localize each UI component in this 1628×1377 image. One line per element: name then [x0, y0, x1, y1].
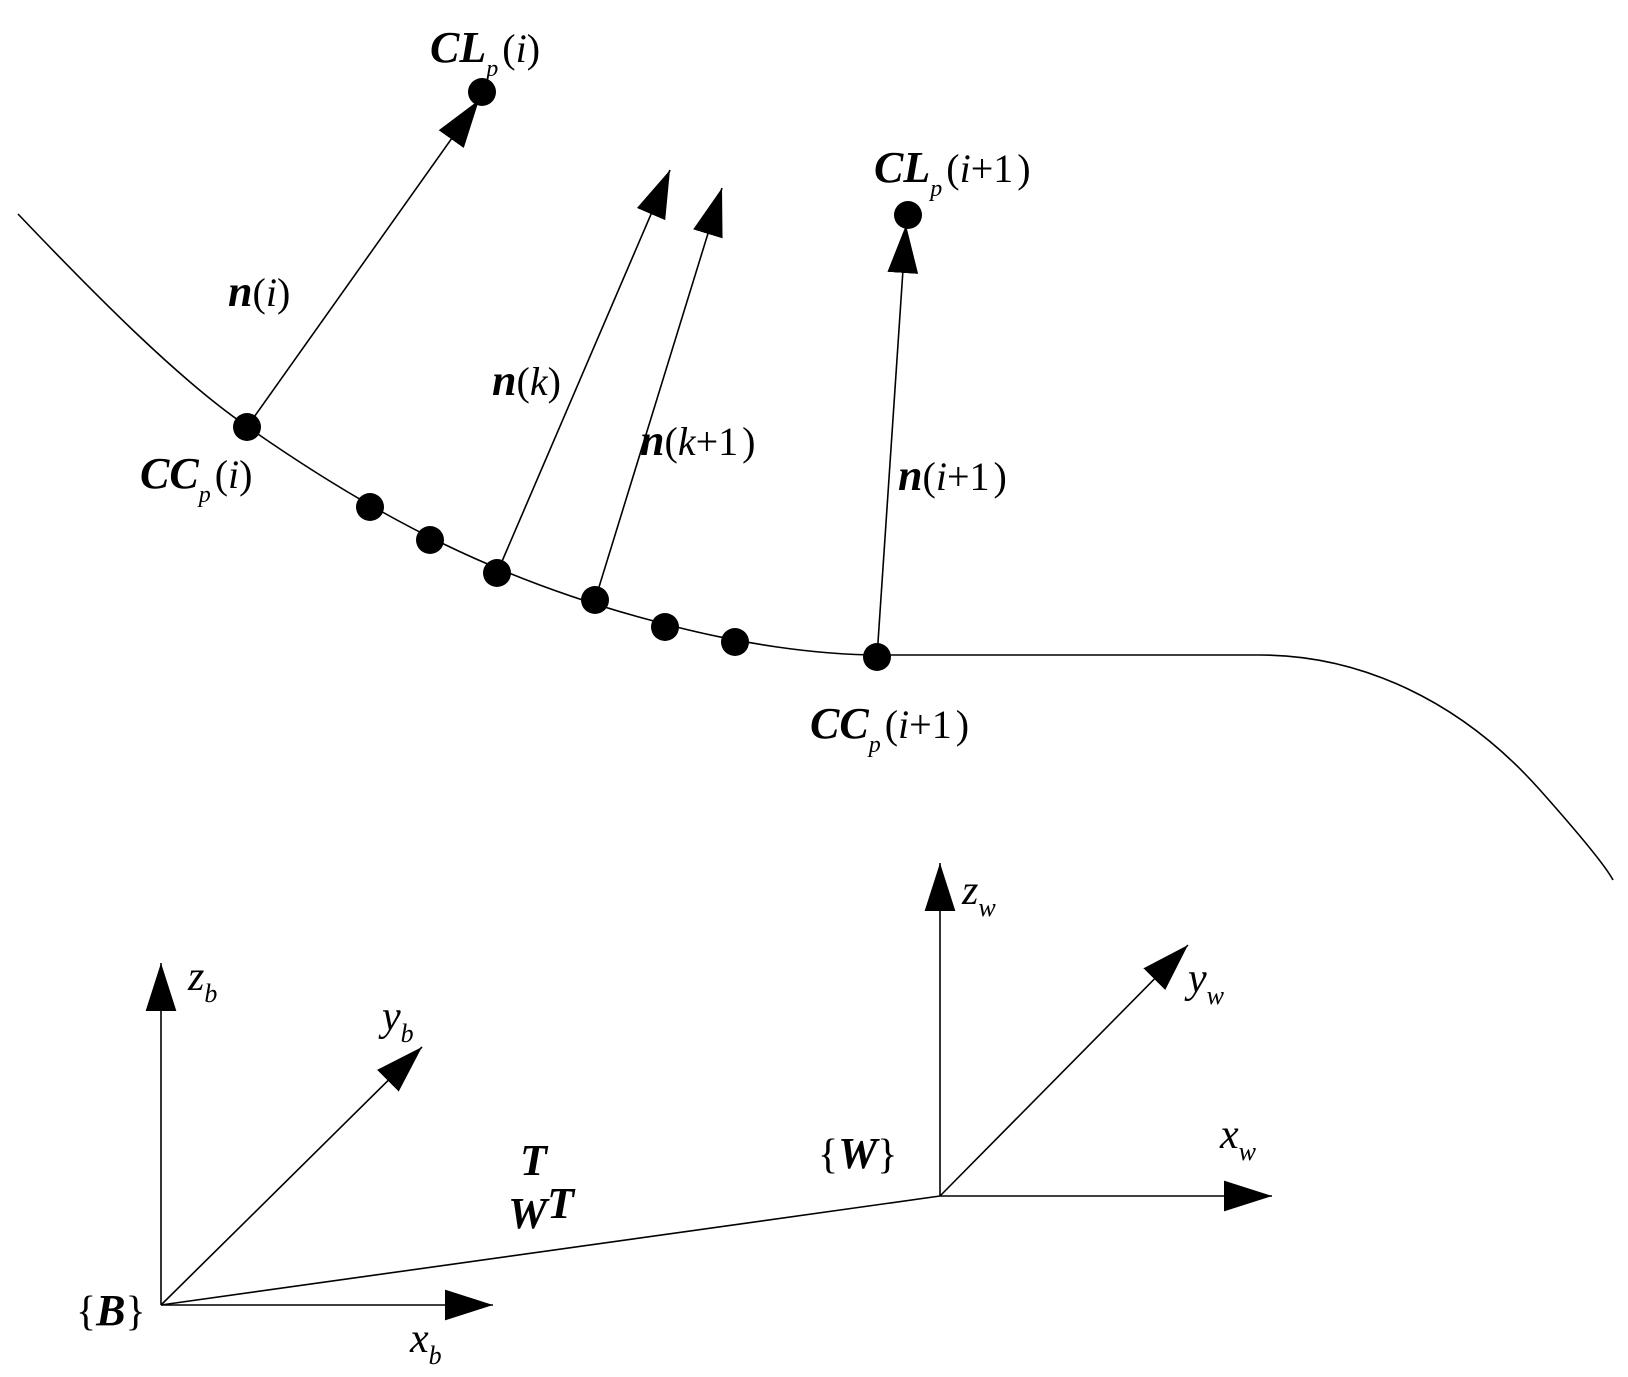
label-cc-i: CCp(i)	[140, 449, 252, 508]
label-n-k-plus-1: n(k+1)	[640, 416, 755, 465]
label-n-i: n(i)	[228, 267, 290, 316]
label-axis-y-w: yw	[1184, 956, 1225, 1010]
label-transform-bottom: WT	[508, 1179, 576, 1238]
cc-point-k-plus-1	[581, 586, 609, 614]
label-cc-i-plus-1: CCp(i+1)	[810, 699, 969, 758]
label-frame-b: {B}	[76, 1286, 146, 1335]
normal-vector-k-plus-1	[594, 187, 723, 601]
label-axis-x-b: xb	[409, 1316, 442, 1370]
transform-line	[160, 1195, 941, 1306]
label-axis-y-b: yb	[378, 994, 414, 1048]
label-n-k: n(k)	[492, 356, 561, 405]
cc-point-4	[721, 628, 749, 656]
normal-vector-i	[246, 99, 480, 428]
normal-vector-i-plus-1	[876, 224, 919, 658]
label-axis-x-w: xw	[1219, 1112, 1257, 1166]
cc-point-1	[356, 493, 384, 521]
axis-y-b	[160, 1046, 423, 1306]
cl-point-i	[468, 78, 496, 106]
cc-point-i-plus-1	[863, 643, 891, 671]
cc-point-3	[651, 613, 679, 641]
axis-y-w	[939, 944, 1189, 1197]
label-axis-z-w: zw	[961, 868, 996, 922]
surface-curve	[17, 213, 1614, 881]
label-axis-z-b: zb	[187, 954, 217, 1008]
label-cl-i: CLp(i)	[430, 23, 540, 82]
cc-point-k	[483, 559, 511, 587]
label-transform-top: T	[520, 1136, 549, 1185]
label-frame-w: {W}	[818, 1129, 897, 1178]
cl-point-i-plus-1	[894, 201, 922, 229]
cc-point-2	[416, 526, 444, 554]
label-n-i-plus-1: n(i+1)	[898, 451, 1007, 500]
label-cl-i-plus-1: CLp(i+1)	[874, 143, 1031, 202]
normal-vector-k	[496, 169, 671, 574]
cc-point-i	[233, 413, 261, 441]
